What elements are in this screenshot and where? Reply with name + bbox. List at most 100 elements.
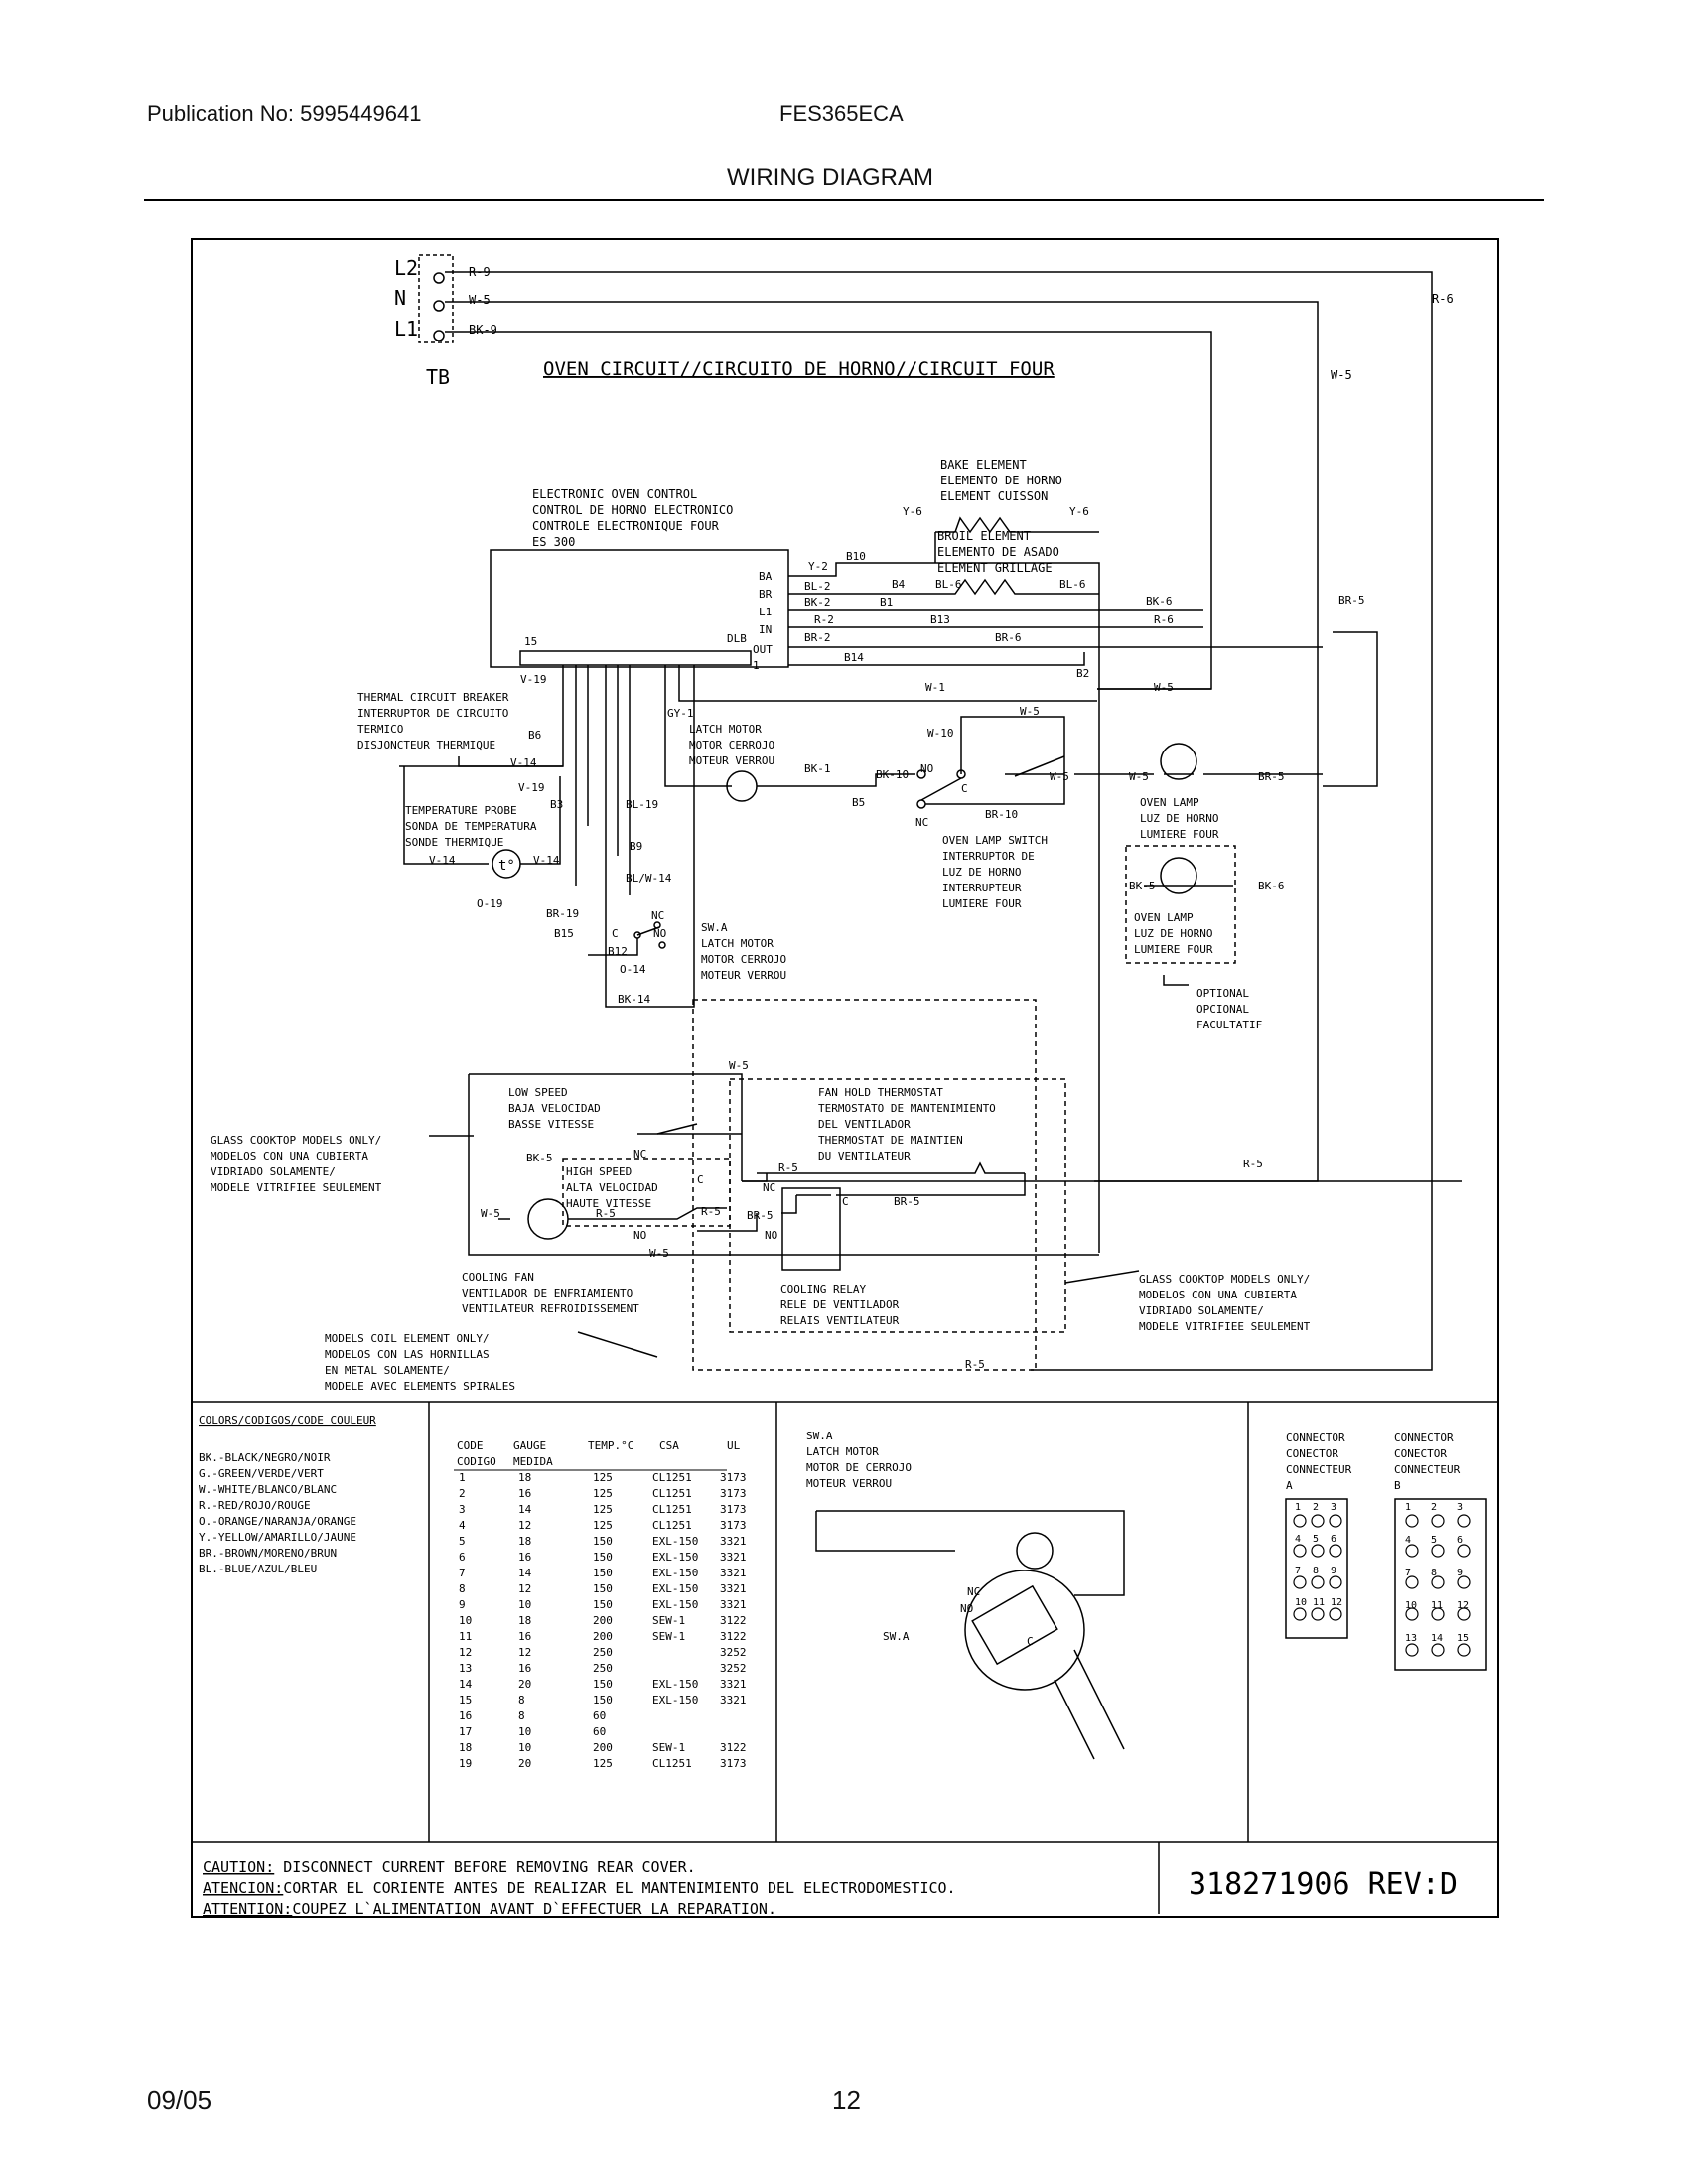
svg-text:DU VENTILATEUR: DU VENTILATEUR bbox=[818, 1150, 911, 1162]
svg-text:B9: B9 bbox=[630, 840, 642, 853]
gauge-table-cell: 10 bbox=[518, 1741, 531, 1754]
footer-date: 09/05 bbox=[147, 2085, 212, 2115]
svg-text:B10: B10 bbox=[846, 550, 866, 563]
gauge-table-cell: EXL-150 bbox=[652, 1694, 698, 1706]
gauge-table-cell: CL1251 bbox=[652, 1471, 692, 1484]
svg-text:W-5: W-5 bbox=[649, 1247, 669, 1260]
gauge-table-cell: 125 bbox=[593, 1757, 613, 1770]
gauge-table-cell: 12 bbox=[518, 1646, 531, 1659]
gauge-table-cell: 18 bbox=[518, 1535, 531, 1548]
svg-text:CONTROLE ELECTRONIQUE FOUR: CONTROLE ELECTRONIQUE FOUR bbox=[532, 519, 720, 533]
gauge-table-cell: CL1251 bbox=[652, 1487, 692, 1500]
connector-pin-number: 15 bbox=[1457, 1633, 1469, 1644]
svg-text:COOLING FAN: COOLING FAN bbox=[462, 1271, 534, 1284]
connector-pin-number: 8 bbox=[1431, 1568, 1437, 1578]
svg-text:BR: BR bbox=[759, 588, 773, 601]
gauge-table-cell: CL1251 bbox=[652, 1519, 692, 1532]
svg-text:MOTOR DE CERROJO: MOTOR DE CERROJO bbox=[806, 1461, 912, 1474]
harness-labels: V-19 B6 V-14 V-19 B3 V-14 V-14 GY-1 BL-1… bbox=[429, 673, 694, 1006]
svg-text:BK-6: BK-6 bbox=[1258, 880, 1285, 892]
connector-pin-number: 7 bbox=[1405, 1568, 1411, 1578]
svg-text:BROIL ELEMENT: BROIL ELEMENT bbox=[937, 529, 1031, 543]
svg-text:V-19: V-19 bbox=[518, 781, 545, 794]
svg-text:OVEN LAMP: OVEN LAMP bbox=[1134, 911, 1194, 924]
connector-pin-number: 13 bbox=[1405, 1633, 1417, 1644]
svg-text:VIDRIADO SOLAMENTE/: VIDRIADO SOLAMENTE/ bbox=[211, 1165, 336, 1178]
tb-label-n: N bbox=[394, 286, 406, 310]
gauge-table-cell: 16 bbox=[518, 1630, 531, 1643]
gauge-table-cell: 14 bbox=[459, 1678, 473, 1691]
svg-text:Y.-YELLOW/AMARILLO/JAUNE: Y.-YELLOW/AMARILLO/JAUNE bbox=[199, 1531, 356, 1544]
svg-text:B4: B4 bbox=[892, 578, 906, 591]
svg-text:MOTEUR VERROU: MOTEUR VERROU bbox=[701, 969, 786, 982]
svg-text:BA: BA bbox=[759, 570, 773, 583]
gauge-table-cell: 200 bbox=[593, 1741, 613, 1754]
thermal-breaker-label: THERMAL CIRCUIT BREAKER INTERRUPTOR DE C… bbox=[357, 691, 509, 751]
svg-text:O.-ORANGE/NARANJA/ORANGE: O.-ORANGE/NARANJA/ORANGE bbox=[199, 1515, 356, 1528]
svg-text:W-10: W-10 bbox=[927, 727, 954, 740]
coil-models-note: MODELS COIL ELEMENT ONLY/ MODELOS CON LA… bbox=[325, 1332, 515, 1393]
gauge-table-cell: 12 bbox=[518, 1519, 531, 1532]
connector-pin-number: 1 bbox=[1295, 1502, 1301, 1513]
connector-pin-number: 4 bbox=[1295, 1534, 1301, 1545]
connector-pin-number: 3 bbox=[1457, 1502, 1463, 1513]
wire-labels-eoc: Y-2 B10 BL-2 B4 BK-2 B1 R-2 B13 BR-2 BR-… bbox=[804, 505, 1365, 892]
svg-text:CONECTOR: CONECTOR bbox=[1394, 1447, 1447, 1460]
svg-text:NC: NC bbox=[915, 816, 928, 829]
svg-text:G.-GREEN/VERDE/VERT: G.-GREEN/VERDE/VERT bbox=[199, 1467, 324, 1480]
svg-text:BAJA VELOCIDAD: BAJA VELOCIDAD bbox=[508, 1102, 601, 1115]
svg-text:LUMIERE FOUR: LUMIERE FOUR bbox=[1140, 828, 1219, 841]
svg-text:L1: L1 bbox=[759, 606, 772, 618]
svg-text:FAN HOLD THERMOSTAT: FAN HOLD THERMOSTAT bbox=[818, 1086, 943, 1099]
latch-detail-nc: NC bbox=[967, 1585, 980, 1598]
gauge-table-cell: 20 bbox=[518, 1757, 531, 1770]
gauge-table-cell: 20 bbox=[518, 1678, 531, 1691]
connector-pin-number: 11 bbox=[1431, 1600, 1443, 1611]
svg-text:CONNECTOR: CONNECTOR bbox=[1286, 1432, 1345, 1444]
svg-text:W-5: W-5 bbox=[1050, 770, 1069, 783]
gauge-table-cell: 3321 bbox=[720, 1694, 747, 1706]
svg-text:LUZ DE HORNO: LUZ DE HORNO bbox=[942, 866, 1021, 879]
svg-text:OVEN LAMP: OVEN LAMP bbox=[1140, 796, 1199, 809]
latch-detail-swa: SW.A bbox=[883, 1630, 910, 1643]
svg-text:OUT: OUT bbox=[753, 643, 773, 656]
svg-text:DLB: DLB bbox=[727, 632, 747, 645]
wire-label: W-5 bbox=[1331, 368, 1352, 382]
svg-text:ELEMENTO DE HORNO: ELEMENTO DE HORNO bbox=[940, 474, 1062, 487]
lamp-switch-label: OVEN LAMP SWITCH INTERRUPTOR DE LUZ DE H… bbox=[942, 834, 1048, 910]
gauge-table-cell: CL1251 bbox=[652, 1757, 692, 1770]
svg-text:B13: B13 bbox=[930, 614, 950, 626]
probe-symbol: t° bbox=[498, 858, 515, 874]
svg-text:BR-19: BR-19 bbox=[546, 907, 579, 920]
svg-text:FACULTATIF: FACULTATIF bbox=[1196, 1019, 1262, 1031]
glass-left-note: GLASS COOKTOP MODELS ONLY/ MODELOS CON U… bbox=[211, 1134, 382, 1194]
svg-text:HIGH SPEED: HIGH SPEED bbox=[566, 1165, 632, 1178]
svg-text:BK-6: BK-6 bbox=[1146, 595, 1173, 608]
gauge-table-cell: 3173 bbox=[720, 1503, 747, 1516]
svg-text:CONNECTEUR: CONNECTEUR bbox=[1286, 1463, 1352, 1476]
latch-detail-c: C bbox=[1027, 1635, 1034, 1648]
svg-text:NC: NC bbox=[763, 1181, 775, 1194]
gauge-table-cell: 150 bbox=[593, 1598, 613, 1611]
gauge-table-cell: 125 bbox=[593, 1503, 613, 1516]
gauge-table-cell: EXL-150 bbox=[652, 1535, 698, 1548]
svg-text:CONECTOR: CONECTOR bbox=[1286, 1447, 1338, 1460]
svg-text:C: C bbox=[697, 1173, 704, 1186]
gauge-table-cell: 3321 bbox=[720, 1535, 747, 1548]
svg-text:MODELE AVEC ELEMENTS SPIRALES: MODELE AVEC ELEMENTS SPIRALES bbox=[325, 1380, 515, 1393]
latch-motor-label: LATCH MOTOR MOTOR CERROJO MOTEUR VERROU bbox=[689, 723, 774, 767]
svg-text:GLASS COOKTOP MODELS ONLY/: GLASS COOKTOP MODELS ONLY/ bbox=[211, 1134, 381, 1147]
svg-text:Y-6: Y-6 bbox=[903, 505, 922, 518]
gauge-table-cell: 14 bbox=[518, 1567, 532, 1579]
gauge-table-cell: 13 bbox=[459, 1662, 472, 1675]
gauge-table-cell: 12 bbox=[518, 1582, 531, 1595]
connector-pin-number: 9 bbox=[1457, 1568, 1463, 1578]
wire-label: R-6 bbox=[1432, 292, 1454, 306]
tb-label-l2: L2 bbox=[394, 256, 418, 280]
gauge-table-cell: 3252 bbox=[720, 1646, 747, 1659]
gauge-table-cell: 3122 bbox=[720, 1741, 747, 1754]
svg-text:LATCH MOTOR: LATCH MOTOR bbox=[701, 937, 774, 950]
svg-text:ES 300: ES 300 bbox=[532, 535, 575, 549]
gauge-table-cell: 7 bbox=[459, 1567, 466, 1579]
model-number: FES365ECA bbox=[779, 101, 904, 126]
